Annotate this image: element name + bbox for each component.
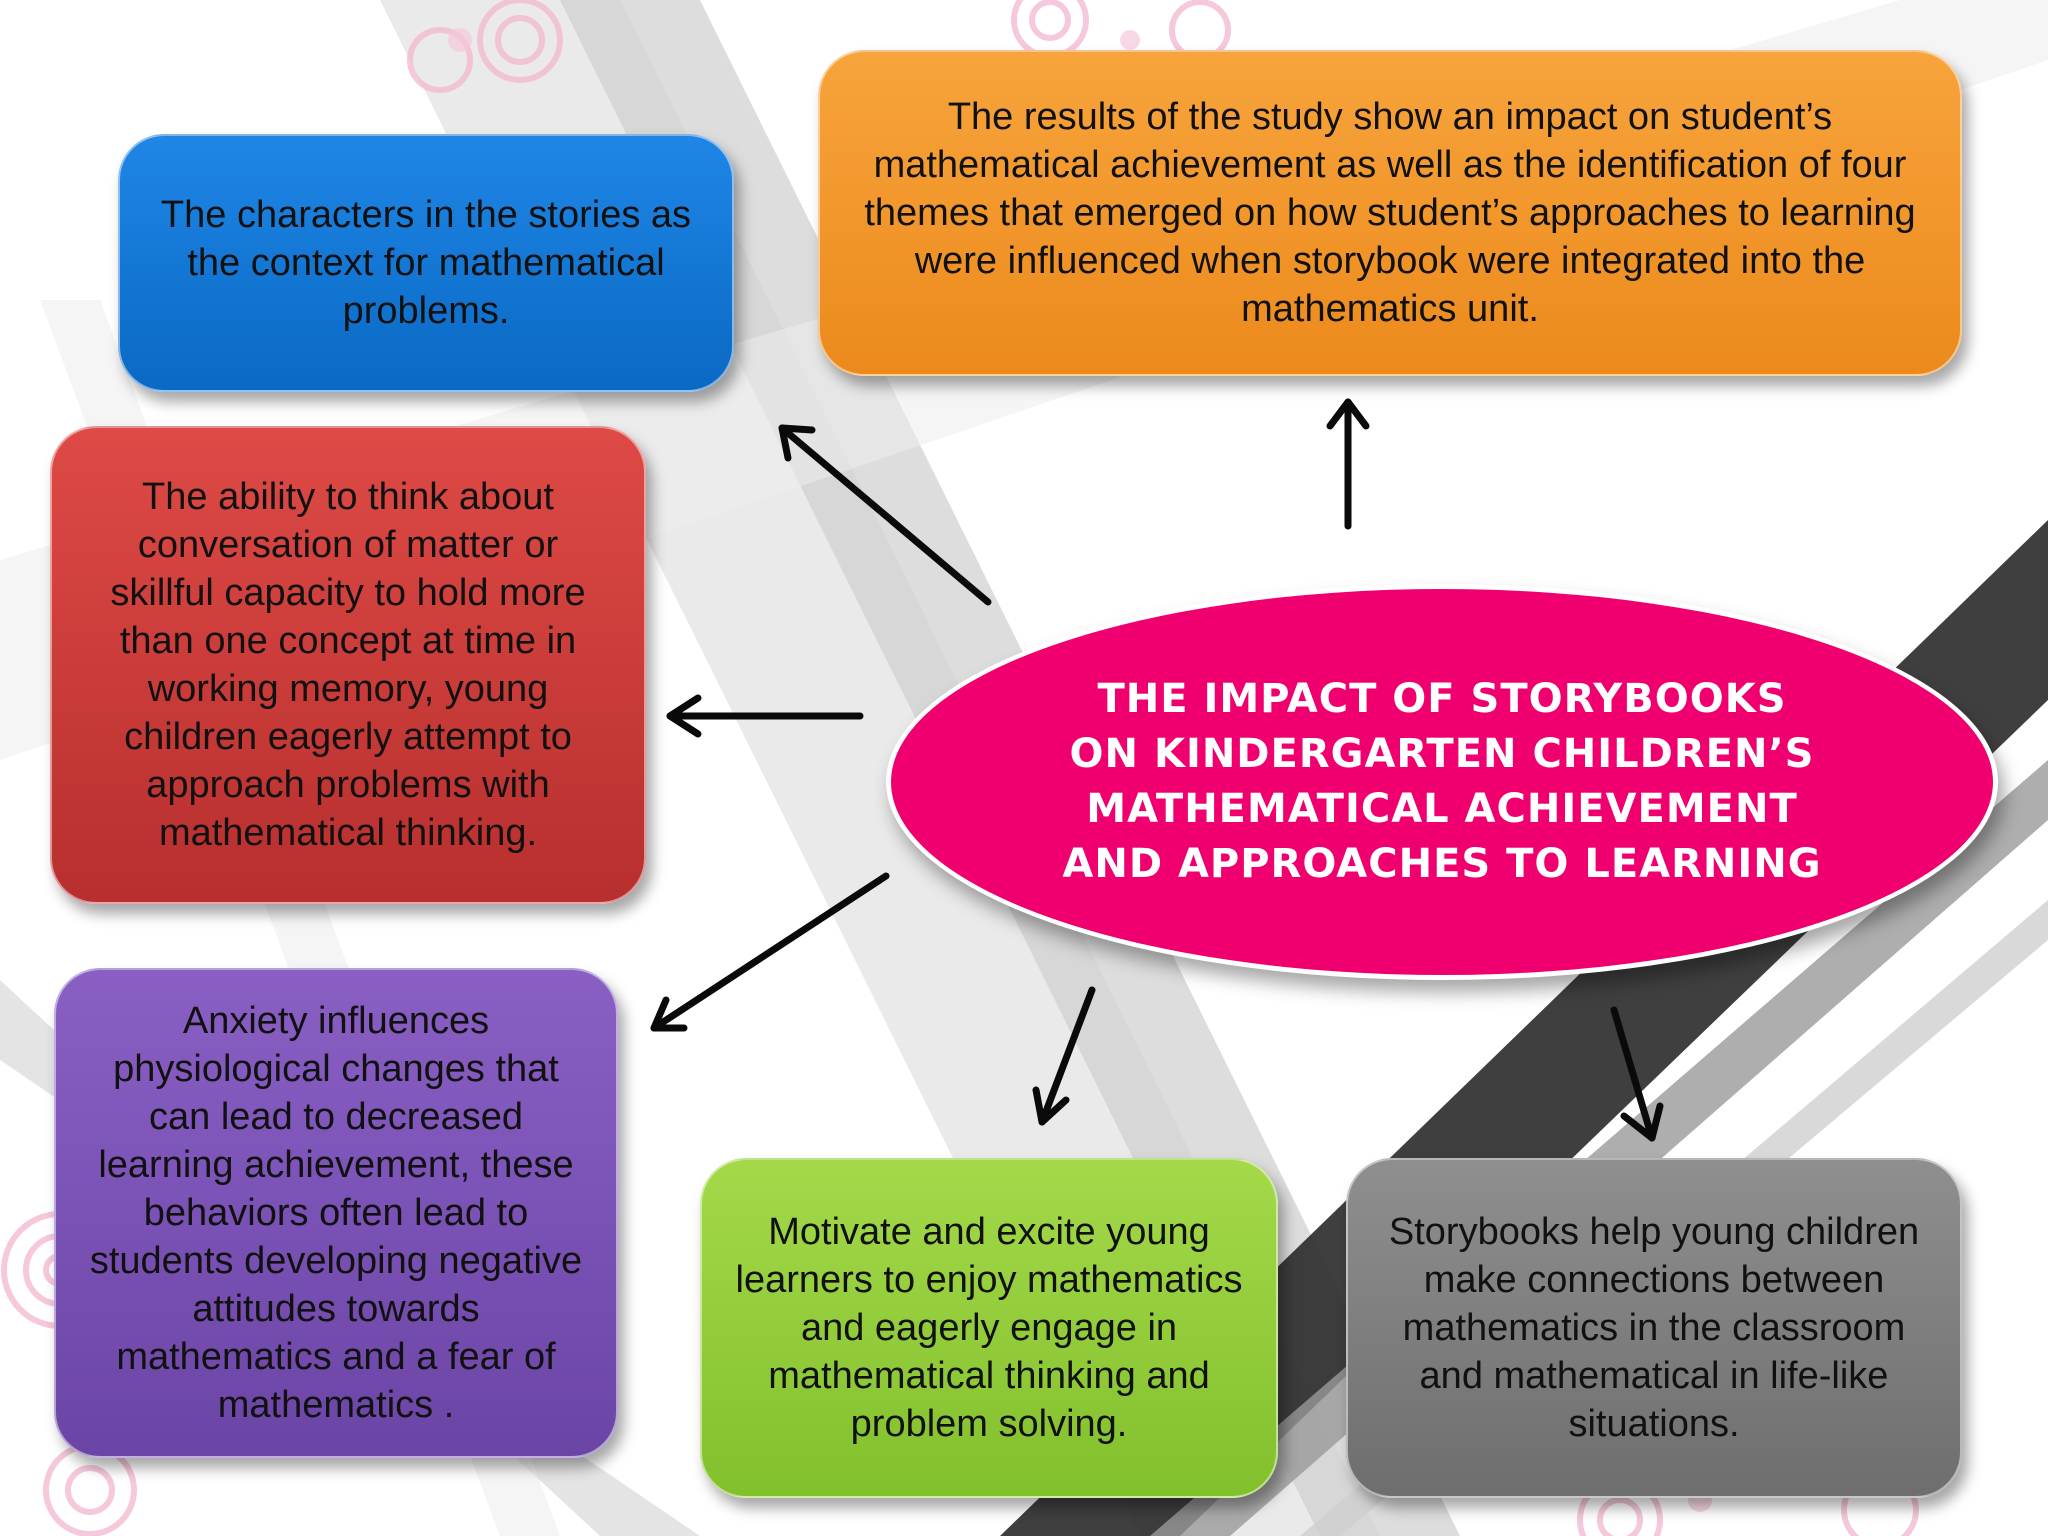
box-motivation-text: Motivate and excite young learners to en…: [735, 1211, 1243, 1445]
arrow-to-green: [1032, 986, 1096, 1126]
arrow-to-gray: [1610, 1006, 1664, 1142]
arrow-to-purple: [650, 872, 890, 1032]
box-connections-text: Storybooks help young children make conn…: [1388, 1211, 1920, 1445]
box-motivation: Motivate and excite young learners to en…: [700, 1158, 1278, 1498]
box-anxiety: Anxiety influences physiological changes…: [54, 968, 618, 1458]
box-characters-context-text: The characters in the stories as the con…: [160, 194, 692, 332]
arrow-to-orange: [1326, 398, 1370, 530]
central-topic-title: THE IMPACT OF STORYBOOKS ON KINDERGARTEN…: [1062, 676, 1822, 887]
box-thinking-ability: The ability to think about conversation …: [50, 426, 646, 904]
box-study-results-text: The results of the study show an impact …: [864, 96, 1916, 330]
box-anxiety-text: Anxiety influences physiological changes…: [89, 1000, 583, 1426]
box-study-results: The results of the study show an impact …: [818, 50, 1962, 376]
box-characters-context: The characters in the stories as the con…: [118, 134, 734, 392]
arrow-to-blue: [778, 424, 992, 606]
box-thinking-ability-text: The ability to think about conversation …: [110, 476, 586, 854]
arrow-to-red: [666, 694, 864, 738]
central-topic-ellipse: THE IMPACT OF STORYBOOKS ON KINDERGARTEN…: [886, 584, 1998, 980]
box-connections: Storybooks help young children make conn…: [1346, 1158, 1962, 1498]
